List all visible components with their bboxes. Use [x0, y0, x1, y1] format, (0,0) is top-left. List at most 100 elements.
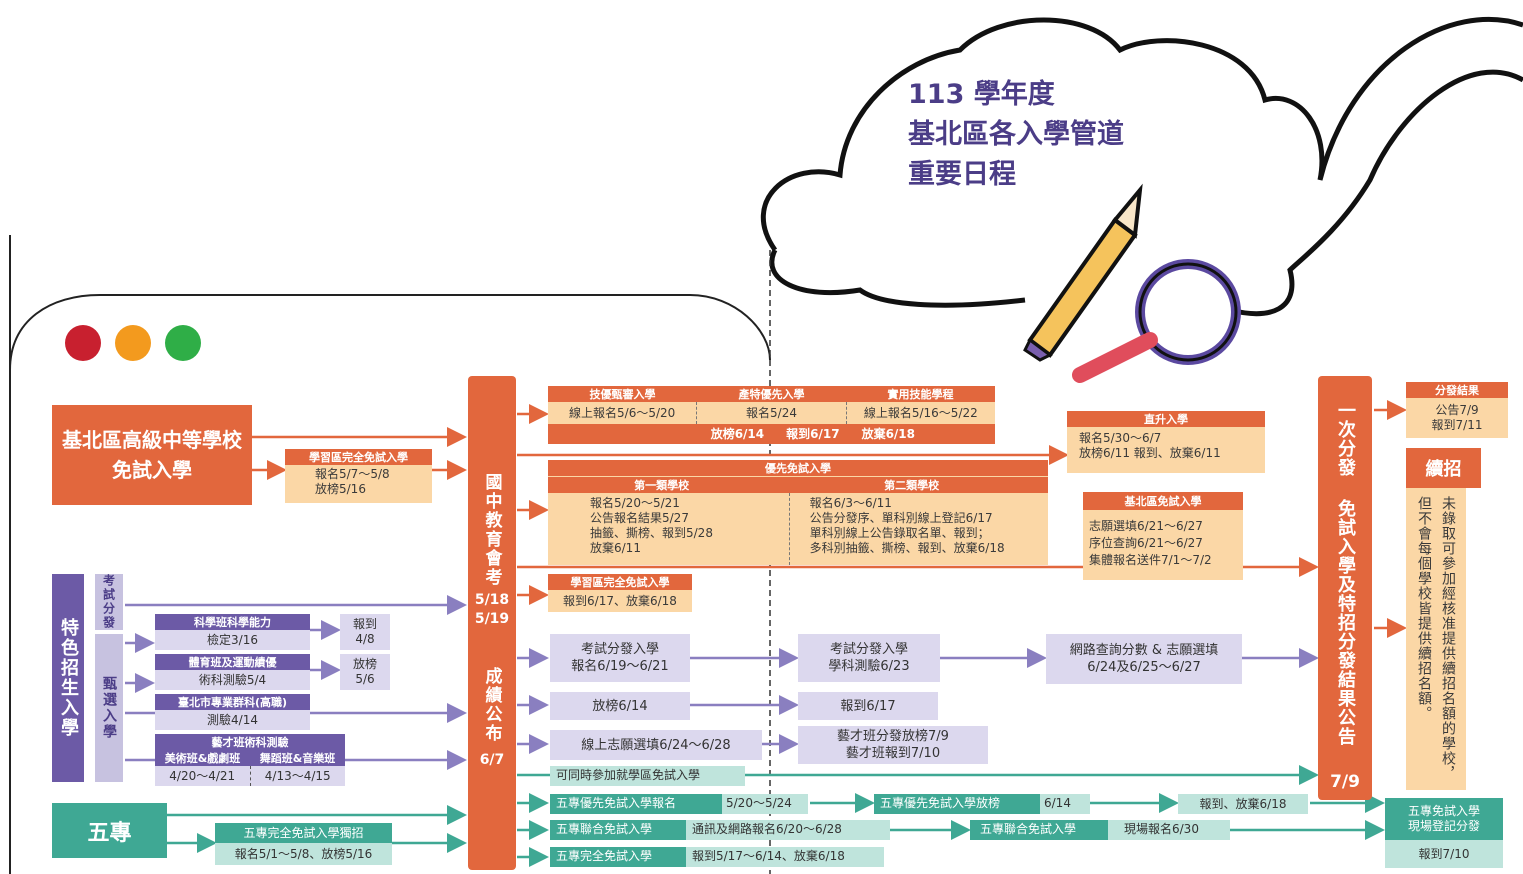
title-line-2: 基北區各入學管道 [908, 119, 1124, 150]
art-box: 藝才班術科測驗 美術班&戲劇班 舞蹈班&音樂班 4/20～4/21 4/13～4… [155, 734, 345, 786]
kf3-box: 網路查詢分數 & 志願選填 6/24及6/25～6/27 [1046, 634, 1242, 684]
xz-box: 線上志願選填6/24～6/28 [550, 730, 762, 760]
zhisheng-body: 報名5/30～6/7 放榜6/11 報到、放棄6/11 [1067, 427, 1265, 473]
huikao-label: 國中教育會考 [481, 473, 502, 587]
top-r1: 線上報名5/6～5/20 [569, 405, 676, 420]
sci-head: 科學班科學能力 [155, 614, 310, 630]
sci-side: 報到 4/8 [340, 614, 390, 650]
wz-a3: 五專優先免試入學放榜 [874, 794, 1040, 814]
art-sub-1: 美術班&戲劇班 [164, 752, 241, 765]
wz-b1: 五專聯合免試入學 [550, 820, 686, 840]
top-r5: 報到6/17 [786, 426, 840, 441]
sci-box: 科學班科學能力 檢定3/16 [155, 614, 310, 650]
jibei-box: 基北區免試入學 志願選填6/21～6/27 序位查詢6/21～6/27 集體報名… [1083, 492, 1243, 580]
wz-b3: 五專聯合免試入學 [970, 820, 1108, 840]
wz-only-box: 五專完全免試入學獨招 報名5/1～5/8、放榜5/16 [215, 823, 392, 865]
result-head: 分發結果 [1406, 382, 1508, 398]
xuexi2-box: 學習區完全免試入學 報到6/17、放棄6/18 [548, 574, 692, 612]
top-h2: 產特優先入學 [738, 388, 805, 401]
top-r4: 放榜6/14 [710, 426, 765, 441]
title-line-1: 113 學年度 [908, 79, 1055, 110]
magnifier-icon [1072, 259, 1241, 383]
window-frame [9, 294, 771, 371]
art-head: 藝才班術科測驗 [155, 734, 345, 750]
top-h1: 技優甄審入學 [589, 388, 656, 401]
bd1-box: 報到6/17 [798, 692, 938, 720]
wz-a1: 五專優先免試入學報名 [550, 794, 722, 814]
main-label-box: 基北區高級中等學校 免試入學 [52, 405, 252, 505]
wz-a4: 6/14 [1040, 794, 1090, 814]
wz-only-head: 五專完全免試入學獨招 [215, 823, 392, 843]
xuexi-head: 學習區完全免試入學 [285, 449, 432, 465]
xuzhao-head: 續招 [1406, 448, 1481, 488]
zhenxuan-label: 甄選入學 [95, 634, 123, 782]
cloud-outline [760, 16, 1523, 317]
kf1-box: 考試分發入學 報名6/19～6/21 [550, 634, 690, 682]
tongshi-box: 可同時參加就學區免試入學 [550, 766, 745, 786]
red-dot [65, 325, 101, 361]
yici-date: 7/9 [1330, 772, 1360, 792]
taipei-body: 測驗4/14 [155, 710, 310, 730]
top-h3: 實用技能學程 [887, 388, 954, 401]
top-group: 技優甄審入學 產特優先入學 實用技能學程 線上報名5/6～5/20 報名5/24… [548, 386, 995, 444]
yici-column [1318, 376, 1372, 800]
taipei-head: 臺北市專業群科(高職) [155, 694, 310, 710]
title-line-3: 重要日程 [908, 159, 1016, 190]
chengji-date: 6/7 [479, 752, 505, 768]
art-sub-2: 舞蹈班&音樂班 [259, 752, 336, 765]
wuzhuan-label: 五專 [52, 803, 167, 858]
youxian-h1: 第一類學校 [634, 479, 690, 492]
tese-label: 特色招生入學 [52, 574, 84, 782]
pencil-icon [1023, 183, 1143, 362]
green-dot [165, 325, 201, 361]
wz-end-box: 五專免試入學 現場登記分發 報到7/10 [1385, 798, 1503, 868]
wz-a5: 報到、放棄6/18 [1178, 794, 1308, 814]
top-r6: 放棄6/18 [861, 426, 915, 441]
huikao-date: 5/18 5/19 [474, 592, 510, 627]
sport-box: 體育班及運動績優 術科測驗5/4 [155, 654, 310, 690]
youxian-head: 優先免試入學 [548, 460, 1048, 476]
page-title: 113 學年度 基北區各入學管道 重要日程 [908, 75, 1228, 195]
xuexi2-head: 學習區完全免試入學 [548, 574, 692, 590]
xuexi2-body: 報到6/17、放棄6/18 [548, 590, 692, 612]
youxian-b2: 報名6/3～6/11 公告分發序、單科別線上登記6/17 單科別線上公告錄取名單… [788, 493, 1048, 565]
taipei-box: 臺北市專業群科(高職) 測驗4/14 [155, 694, 310, 730]
sport-side: 放榜 5/6 [340, 654, 390, 690]
result-body: 公告7/9 報到7/11 [1406, 398, 1508, 438]
result-box: 分發結果 公告7/9 報到7/11 [1406, 382, 1508, 438]
sport-body: 術科測驗5/4 [155, 670, 310, 690]
art-date-2: 4/13～4/15 [249, 766, 346, 786]
kaoshi-label: 考試分發 [95, 574, 123, 630]
wz-b2: 通訊及網路報名6/20～6/28 [686, 820, 890, 840]
wz-a2: 5/20～5/24 [722, 794, 808, 814]
wz-c2: 報到5/17～6/14、放棄6/18 [686, 847, 884, 867]
center-column [468, 376, 516, 870]
youxian-h2: 第二類學校 [884, 479, 940, 492]
top-r3: 線上報名5/16～5/22 [845, 402, 995, 424]
zhisheng-box: 直升入學 報名5/30～6/7 放榜6/11 報到、放棄6/11 [1067, 411, 1265, 473]
yici-label: 一次分發 免試入學及特招分發結果公告 [1335, 400, 1356, 746]
top-r2: 報名5/24 [696, 402, 845, 424]
art-date-1: 4/20～4/21 [169, 768, 236, 783]
art2-box: 藝才班分發放榜7/9 藝才班報到7/10 [798, 726, 988, 764]
wz-only-body: 報名5/1～5/8、放榜5/16 [215, 843, 392, 865]
xuzhao-body: 未錄取可參加經核准提供續招名額的學校，但不會每個學校皆提供續招名額。 [1406, 488, 1466, 790]
xuexi-box: 學習區完全免試入學 報名5/7～5/8 放榜5/16 [285, 449, 432, 503]
jibei-head: 基北區免試入學 [1083, 492, 1243, 510]
wz-end-body: 報到7/10 [1385, 840, 1503, 868]
sci-body: 檢定3/16 [155, 630, 310, 650]
youxian-b1: 報名5/20～5/21 公告報名結果5/27 抽籤、撕榜、報到5/28 放棄6/… [590, 496, 713, 555]
zhisheng-head: 直升入學 [1067, 411, 1265, 427]
chengji-label: 成績公布 [481, 667, 502, 743]
wz-c1: 五專完全免試入學 [550, 847, 686, 867]
xuexi-body: 報名5/7～5/8 放榜5/16 [285, 465, 432, 503]
wz-end-head: 五專免試入學 現場登記分發 [1385, 798, 1503, 840]
orange-dot [115, 325, 151, 361]
jibei-body: 志願選填6/21～6/27 序位查詢6/21～6/27 集體報名送件7/1～7/… [1083, 510, 1243, 580]
kf2-box: 考試分發入學 學科測驗6/23 [798, 634, 940, 682]
xuzhao-box: 續招 未錄取可參加經核准提供續招名額的學校，但不會每個學校皆提供續招名額。 [1406, 448, 1481, 790]
wz-b4: 現場報名6/30 [1108, 820, 1230, 840]
sport-head: 體育班及運動績優 [155, 654, 310, 670]
youxian-box: 優先免試入學 第一類學校 第二類學校 報名5/20～5/21 公告報名結果5/2… [548, 460, 1048, 565]
